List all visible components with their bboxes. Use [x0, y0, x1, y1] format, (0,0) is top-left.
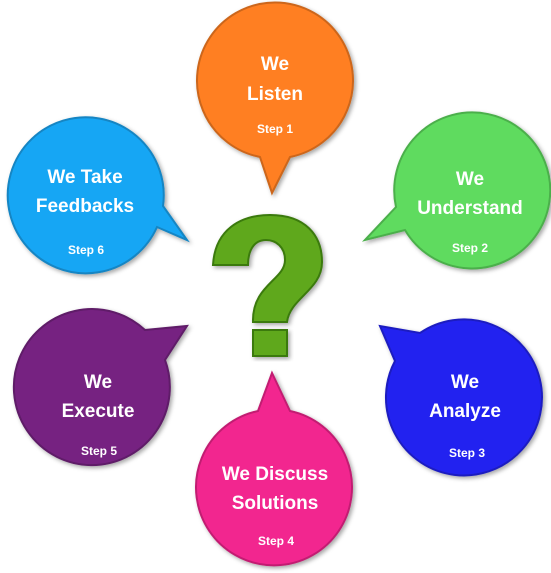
step-4-label: Step 4 [258, 534, 294, 548]
step-4-bubble: We Discuss Solutions Step 4 [195, 370, 353, 567]
question-mark-icon [211, 213, 324, 357]
step-3-label: Step 3 [449, 446, 485, 460]
step-2-bubble-shape [361, 111, 551, 270]
step-2-label: Step 2 [452, 241, 488, 255]
step-6-label: Step 6 [68, 243, 104, 257]
step-5-bubble-shape [12, 308, 189, 467]
question-mark-hook [211, 213, 324, 323]
step-1-title-line2: Listen [247, 84, 303, 105]
step-1-bubble: We Listen Step 1 [196, 1, 354, 196]
step-6-bubble-shape [6, 116, 190, 275]
step-1-bubble-shape [196, 1, 354, 196]
step-3-bubble-shape [378, 318, 543, 477]
step-5-title-line2: Execute [62, 401, 135, 422]
step-6-title-line2: Feedbacks [36, 196, 134, 217]
step-5-title-line1: We [84, 372, 112, 393]
step-3-title-line1: We [451, 372, 479, 393]
step-2-title-line2: Understand [417, 198, 523, 219]
step-6-title-line1: We Take [47, 167, 122, 188]
step-5-bubble: We Execute Step 5 [12, 308, 189, 467]
step-4-bubble-shape [195, 370, 353, 567]
step-4-title-line1: We Discuss [222, 464, 328, 485]
step-6-bubble: We Take Feedbacks Step 6 [6, 116, 190, 275]
step-2-title-line1: We [456, 169, 484, 190]
question-mark-dot [252, 329, 288, 357]
step-3-title-line2: Analyze [429, 401, 501, 422]
step-2-bubble: We Understand Step 2 [361, 111, 551, 270]
step-1-title-line1: We [261, 54, 289, 75]
step-5-label: Step 5 [81, 444, 117, 458]
step-3-bubble: We Analyze Step 3 [378, 318, 543, 477]
step-1-label: Step 1 [257, 122, 293, 136]
step-4-title-line2: Solutions [232, 493, 319, 514]
